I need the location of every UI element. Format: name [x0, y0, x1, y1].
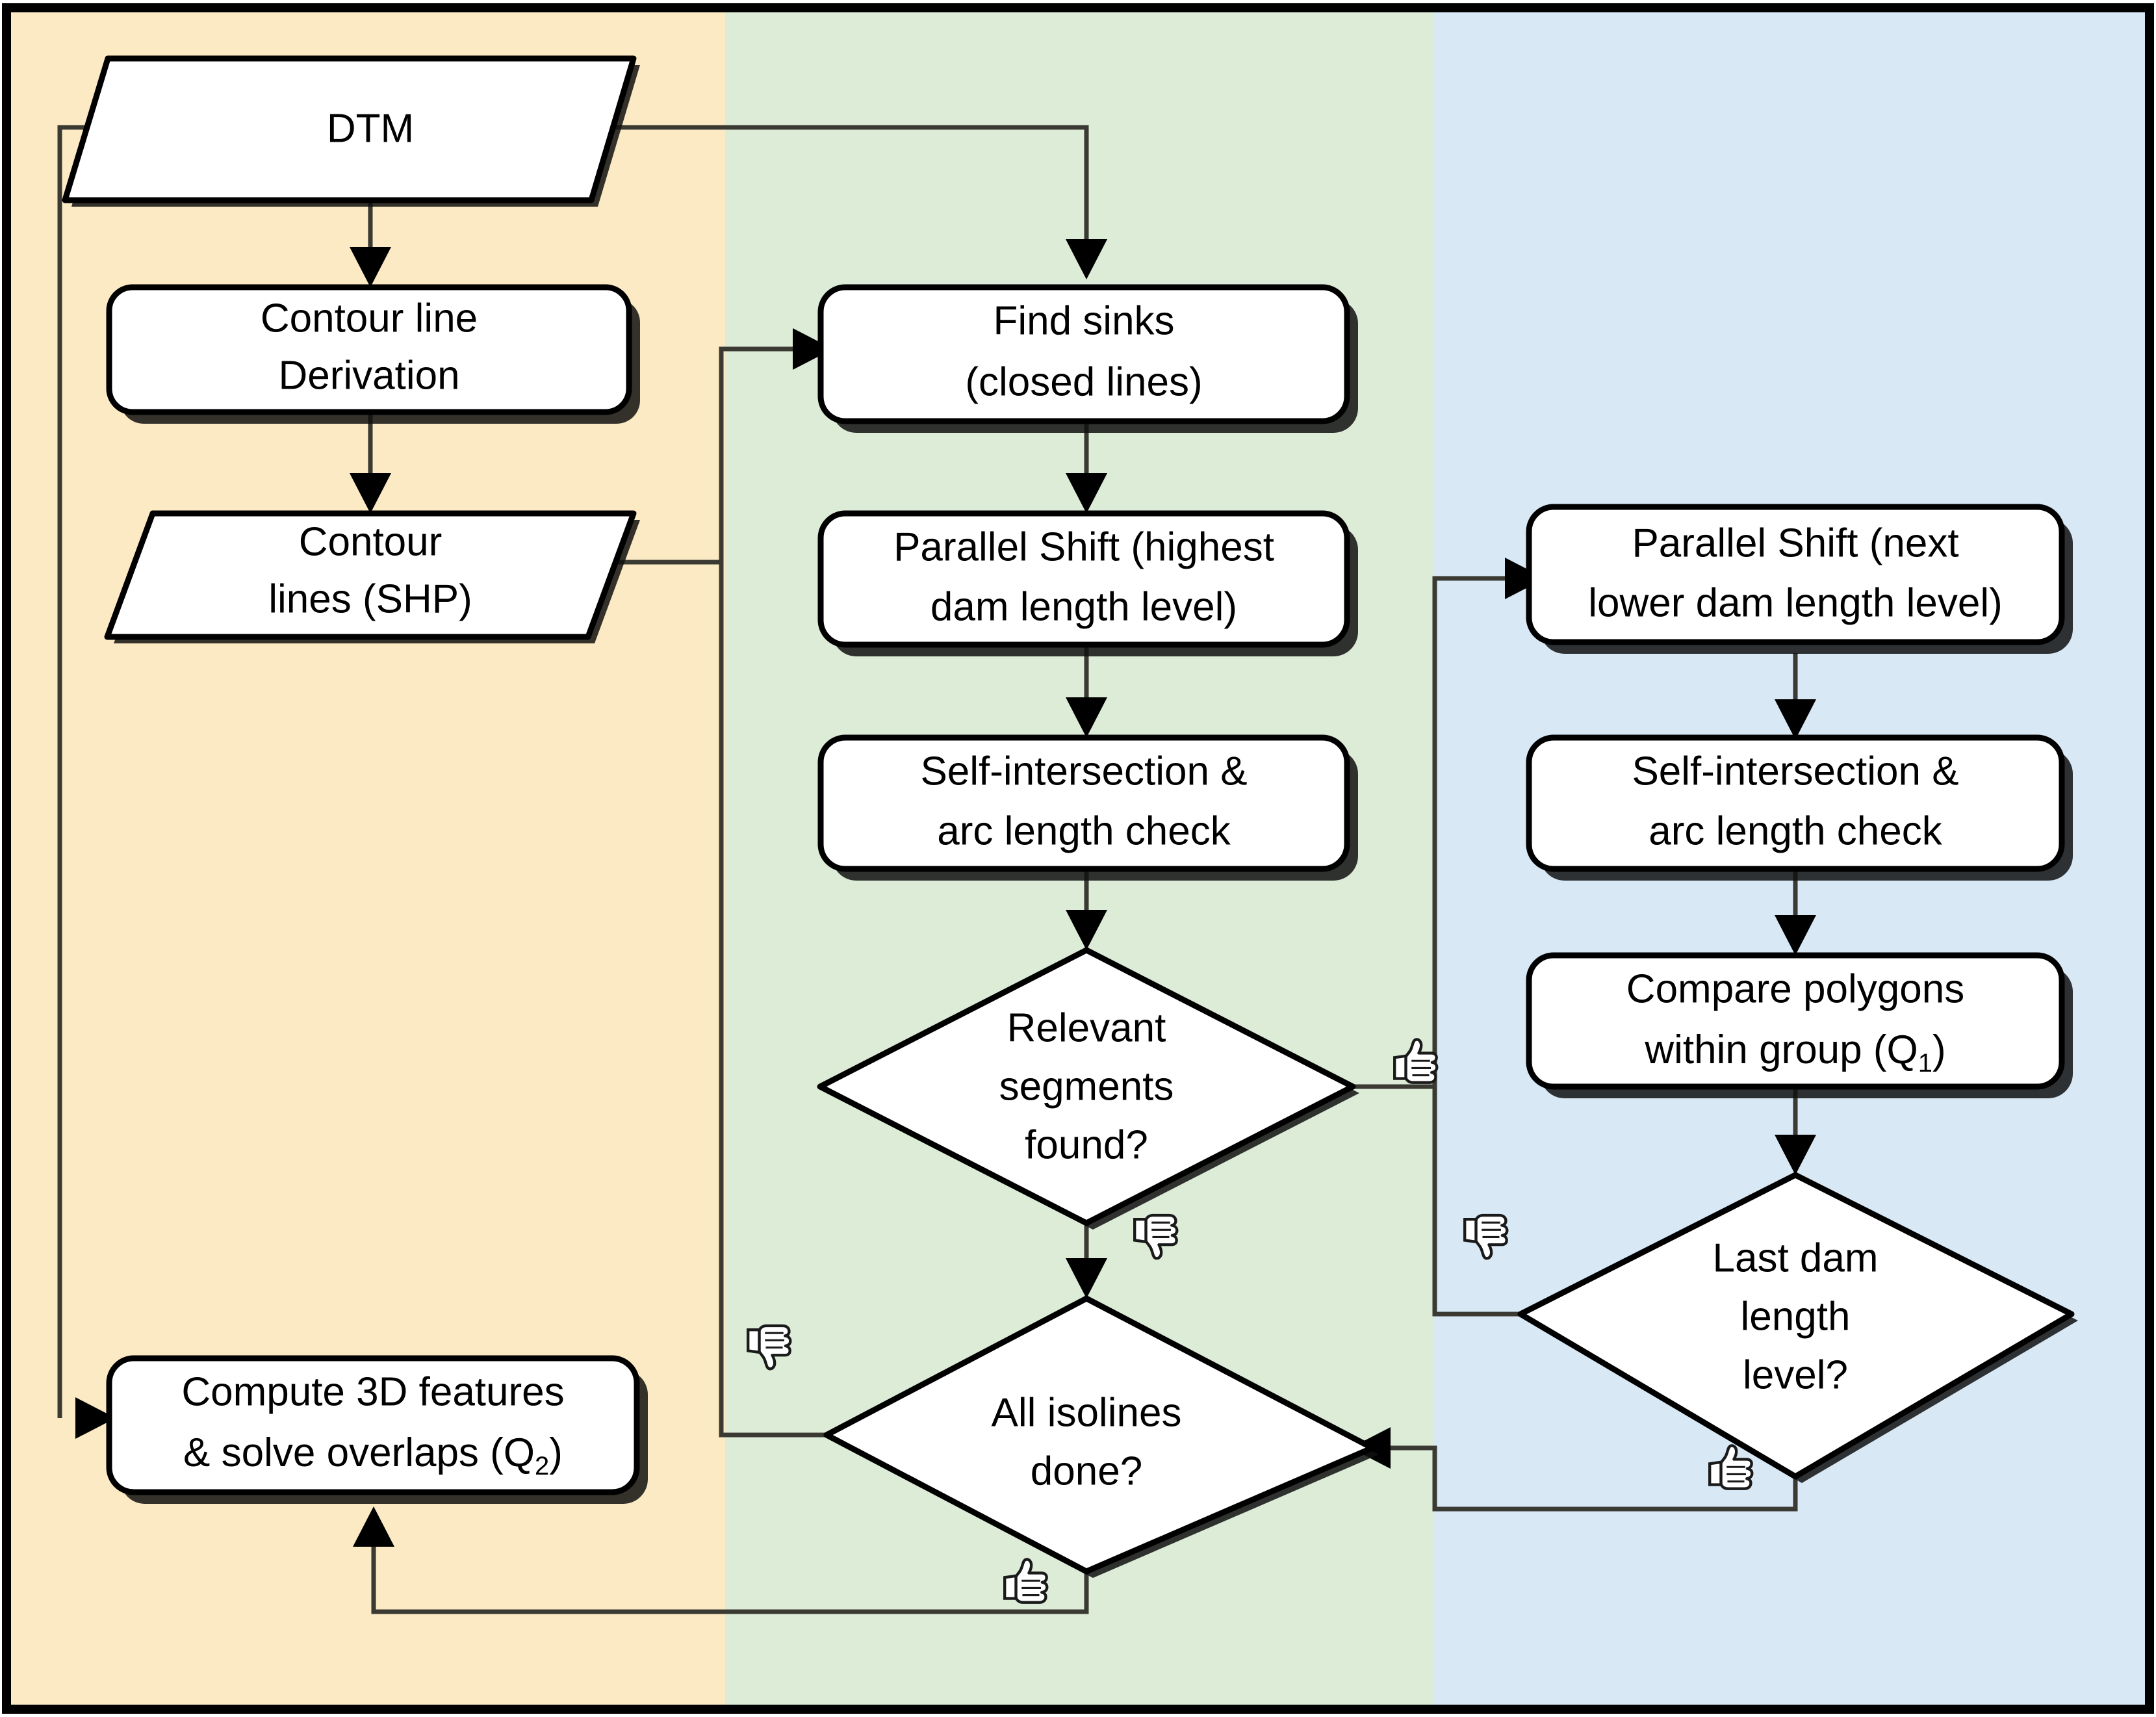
connector-lastdam-no-to-parallelshift-next: [1432, 578, 1521, 1317]
node-contour-derivation[interactable]: Contour line Derivation: [106, 284, 640, 424]
last-dam-level-line2: length: [1741, 1294, 1851, 1339]
diagram-border: [2, 3, 2154, 1714]
last-dam-level-line3: level?: [1743, 1352, 1848, 1397]
parallel-shift-next-line2: lower dam length level): [1588, 580, 2003, 625]
compute-3d-line1: Compute 3D features: [181, 1369, 564, 1414]
relevant-segments-line3: found?: [1025, 1122, 1148, 1167]
thumbs-down-icon-isolines-no: [747, 1324, 792, 1371]
node-compare-polygons[interactable]: Compare polygons within group (Q1): [1526, 952, 2073, 1098]
find-sinks-shape: [817, 284, 1350, 424]
compare-polygons-line2: within group (Q1): [1644, 1027, 1945, 1077]
parallel-shift-next-shape: [1526, 504, 2065, 645]
node-dtm[interactable]: DTM: [62, 55, 640, 207]
arrowhead-find-sinks-left: [793, 328, 833, 370]
parallel-shift-next-line1: Parallel Shift (next: [1632, 521, 1958, 565]
arrowhead-selfintersection-mid-top: [1066, 697, 1107, 738]
connector-isolines-yes-to-compute3d: [371, 1529, 1089, 1614]
find-sinks-line1: Find sinks: [993, 298, 1174, 343]
compare-polygons-line1: Compare polygons: [1626, 966, 1964, 1011]
contour-lines-shape: [104, 510, 637, 640]
arrowhead-lastdam-top: [1775, 1135, 1816, 1175]
last-dam-level-line1: Last dam: [1712, 1235, 1878, 1280]
parallel-shift-highest-line2: dam length level): [930, 584, 1237, 629]
arrowhead-contour-derivation-top: [350, 247, 391, 287]
arrowhead-compare-top: [1775, 915, 1816, 955]
arrowhead-contourlines-top: [350, 473, 391, 513]
contour-lines-line2: lines (SHP): [268, 576, 472, 621]
thumbs-up-icon-lastdam-yes: [1708, 1444, 1754, 1490]
arrowhead-parallelshift-next-left: [1505, 558, 1545, 599]
node-last-dam-level[interactable]: Last dam length level?: [1517, 1172, 2078, 1483]
node-parallel-shift-next[interactable]: Parallel Shift (next lower dam length le…: [1526, 504, 2073, 654]
relevant-segments-line2: segments: [999, 1064, 1174, 1109]
arrowhead-parallelshift-highest-top: [1066, 473, 1107, 513]
all-isolines-line1: All isolines: [992, 1390, 1182, 1435]
arrowhead-relevant-top: [1066, 910, 1107, 950]
self-intersection-right-shape: [1526, 734, 2065, 872]
arrowhead-selfintersection-right-top: [1775, 699, 1816, 740]
find-sinks-line2: (closed lines): [965, 359, 1202, 404]
all-isolines-shape: [823, 1295, 1376, 1575]
self-intersection-mid-shape: [817, 734, 1350, 872]
dtm-label: DTM: [327, 106, 414, 151]
node-self-intersection-mid[interactable]: Self-intersection & arc length check: [817, 734, 1358, 881]
node-find-sinks[interactable]: Find sinks (closed lines): [817, 284, 1358, 433]
compute-3d-shape: [106, 1355, 640, 1495]
self-intersection-mid-line1: Self-intersection &: [920, 749, 1247, 794]
node-contour-lines[interactable]: Contour lines (SHP): [104, 510, 640, 643]
connector-isolines-no-to-findsinks: [719, 349, 827, 1438]
contour-derivation-shape: [106, 284, 632, 415]
thumbs-up-icon-isolines-yes: [1003, 1558, 1049, 1604]
compare-polygons-shape: [1526, 952, 2065, 1090]
thumbs-down-icon-relevant-no: [1133, 1213, 1179, 1260]
thumbs-up-icon-relevant-yes: [1393, 1038, 1439, 1084]
relevant-segments-shape: [817, 947, 1356, 1226]
relevant-segments-line1: Relevant: [1007, 1005, 1166, 1050]
arrowhead-compute3d-bottom: [353, 1506, 394, 1547]
self-intersection-right-line1: Self-intersection &: [1632, 749, 1958, 794]
node-parallel-shift-highest[interactable]: Parallel Shift (highest dam length level…: [817, 510, 1358, 656]
self-intersection-right-line2: arc length check: [1649, 808, 1942, 853]
last-dam-level-shape: [1517, 1172, 2075, 1480]
arrowhead-find-sinks-top: [1066, 239, 1107, 279]
self-intersection-mid-line2: arc length check: [937, 808, 1231, 853]
arrowhead-isolines-top: [1066, 1258, 1107, 1298]
arrowhead-compute3d-left: [75, 1397, 116, 1439]
parallel-shift-highest-shape: [817, 510, 1350, 648]
contour-derivation-line1: Contour line: [261, 296, 478, 341]
node-compute-3d[interactable]: Compute 3D features & solve overlaps (Q2…: [106, 1355, 648, 1504]
all-isolines-line2: done?: [1031, 1449, 1142, 1493]
connector-dtm-to-find-sinks: [588, 125, 1089, 257]
contour-lines-line1: Contour: [299, 519, 443, 564]
compute-3d-line2: & solve overlaps (Q2): [183, 1430, 563, 1480]
node-all-isolines[interactable]: All isolines done?: [823, 1295, 1379, 1578]
contour-derivation-line2: Derivation: [278, 353, 459, 398]
node-relevant-segments[interactable]: Relevant segments found?: [817, 947, 1359, 1230]
connector-lastdam-yes-to-isolines: [1372, 1445, 1798, 1512]
node-self-intersection-right[interactable]: Self-intersection & arc length check: [1526, 734, 2073, 881]
dtm-shape: [62, 55, 637, 203]
parallel-shift-highest-line1: Parallel Shift (highest: [893, 524, 1274, 569]
thumbs-down-icon-lastdam-no: [1463, 1213, 1509, 1260]
